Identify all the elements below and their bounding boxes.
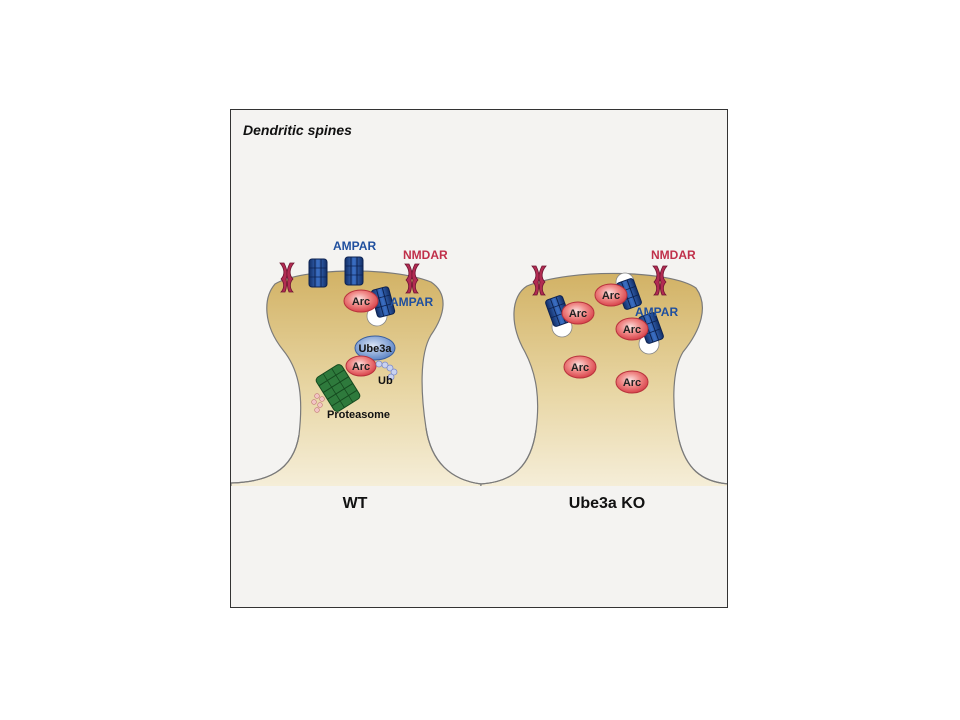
wt-arc-label: Arc [352,296,370,308]
ko-arc-protein [615,370,649,394]
ko-condition-label: Ube3a KO [569,495,645,512]
wt-ampar-side-label: AMPAR [390,295,433,309]
proteasome-icon [315,364,361,412]
ko-arc-label-3: Arc [623,324,641,336]
wt-condition-label: WT [343,495,368,512]
proteasome-label: Proteasome [327,409,390,421]
ampar-receptor-icon [344,256,364,286]
wt-arc-protein [343,289,379,313]
wt-arc-protein-2 [345,355,377,377]
wt-arc2-label: Arc [352,361,370,373]
dendritic-spines-figure: Dendritic spines [230,109,728,608]
ko-arc-protein [561,301,595,325]
ko-arc-protein [615,317,649,341]
figure-title: Dendritic spines [243,122,352,138]
ko-arc-protein [594,283,628,307]
ko-arc-label-5: Arc [623,377,641,389]
spine-diagram: AMPAR NMDAR Arc AMPAR Ube3a Arc Ub [231,239,727,607]
ubiquitin-chain-icon [375,360,398,381]
wt-ampar-top-label: AMPAR [333,239,376,253]
ko-arc-label-4: Arc [571,362,589,374]
ko-arc-label-1: Arc [569,308,587,320]
ampar-receptor-icon [308,258,328,288]
ub-label: Ub [378,375,393,387]
ko-arc-protein [563,355,597,379]
ube3a-label: Ube3a [358,343,392,355]
ube3a-enzyme [354,335,396,361]
ko-ampar-label: AMPAR [635,305,678,319]
ko-nmdar-label: NMDAR [651,248,696,262]
wt-nmdar-label: NMDAR [403,248,448,262]
peptide-fragments [311,393,325,413]
ko-arc-label-2: Arc [602,290,620,302]
